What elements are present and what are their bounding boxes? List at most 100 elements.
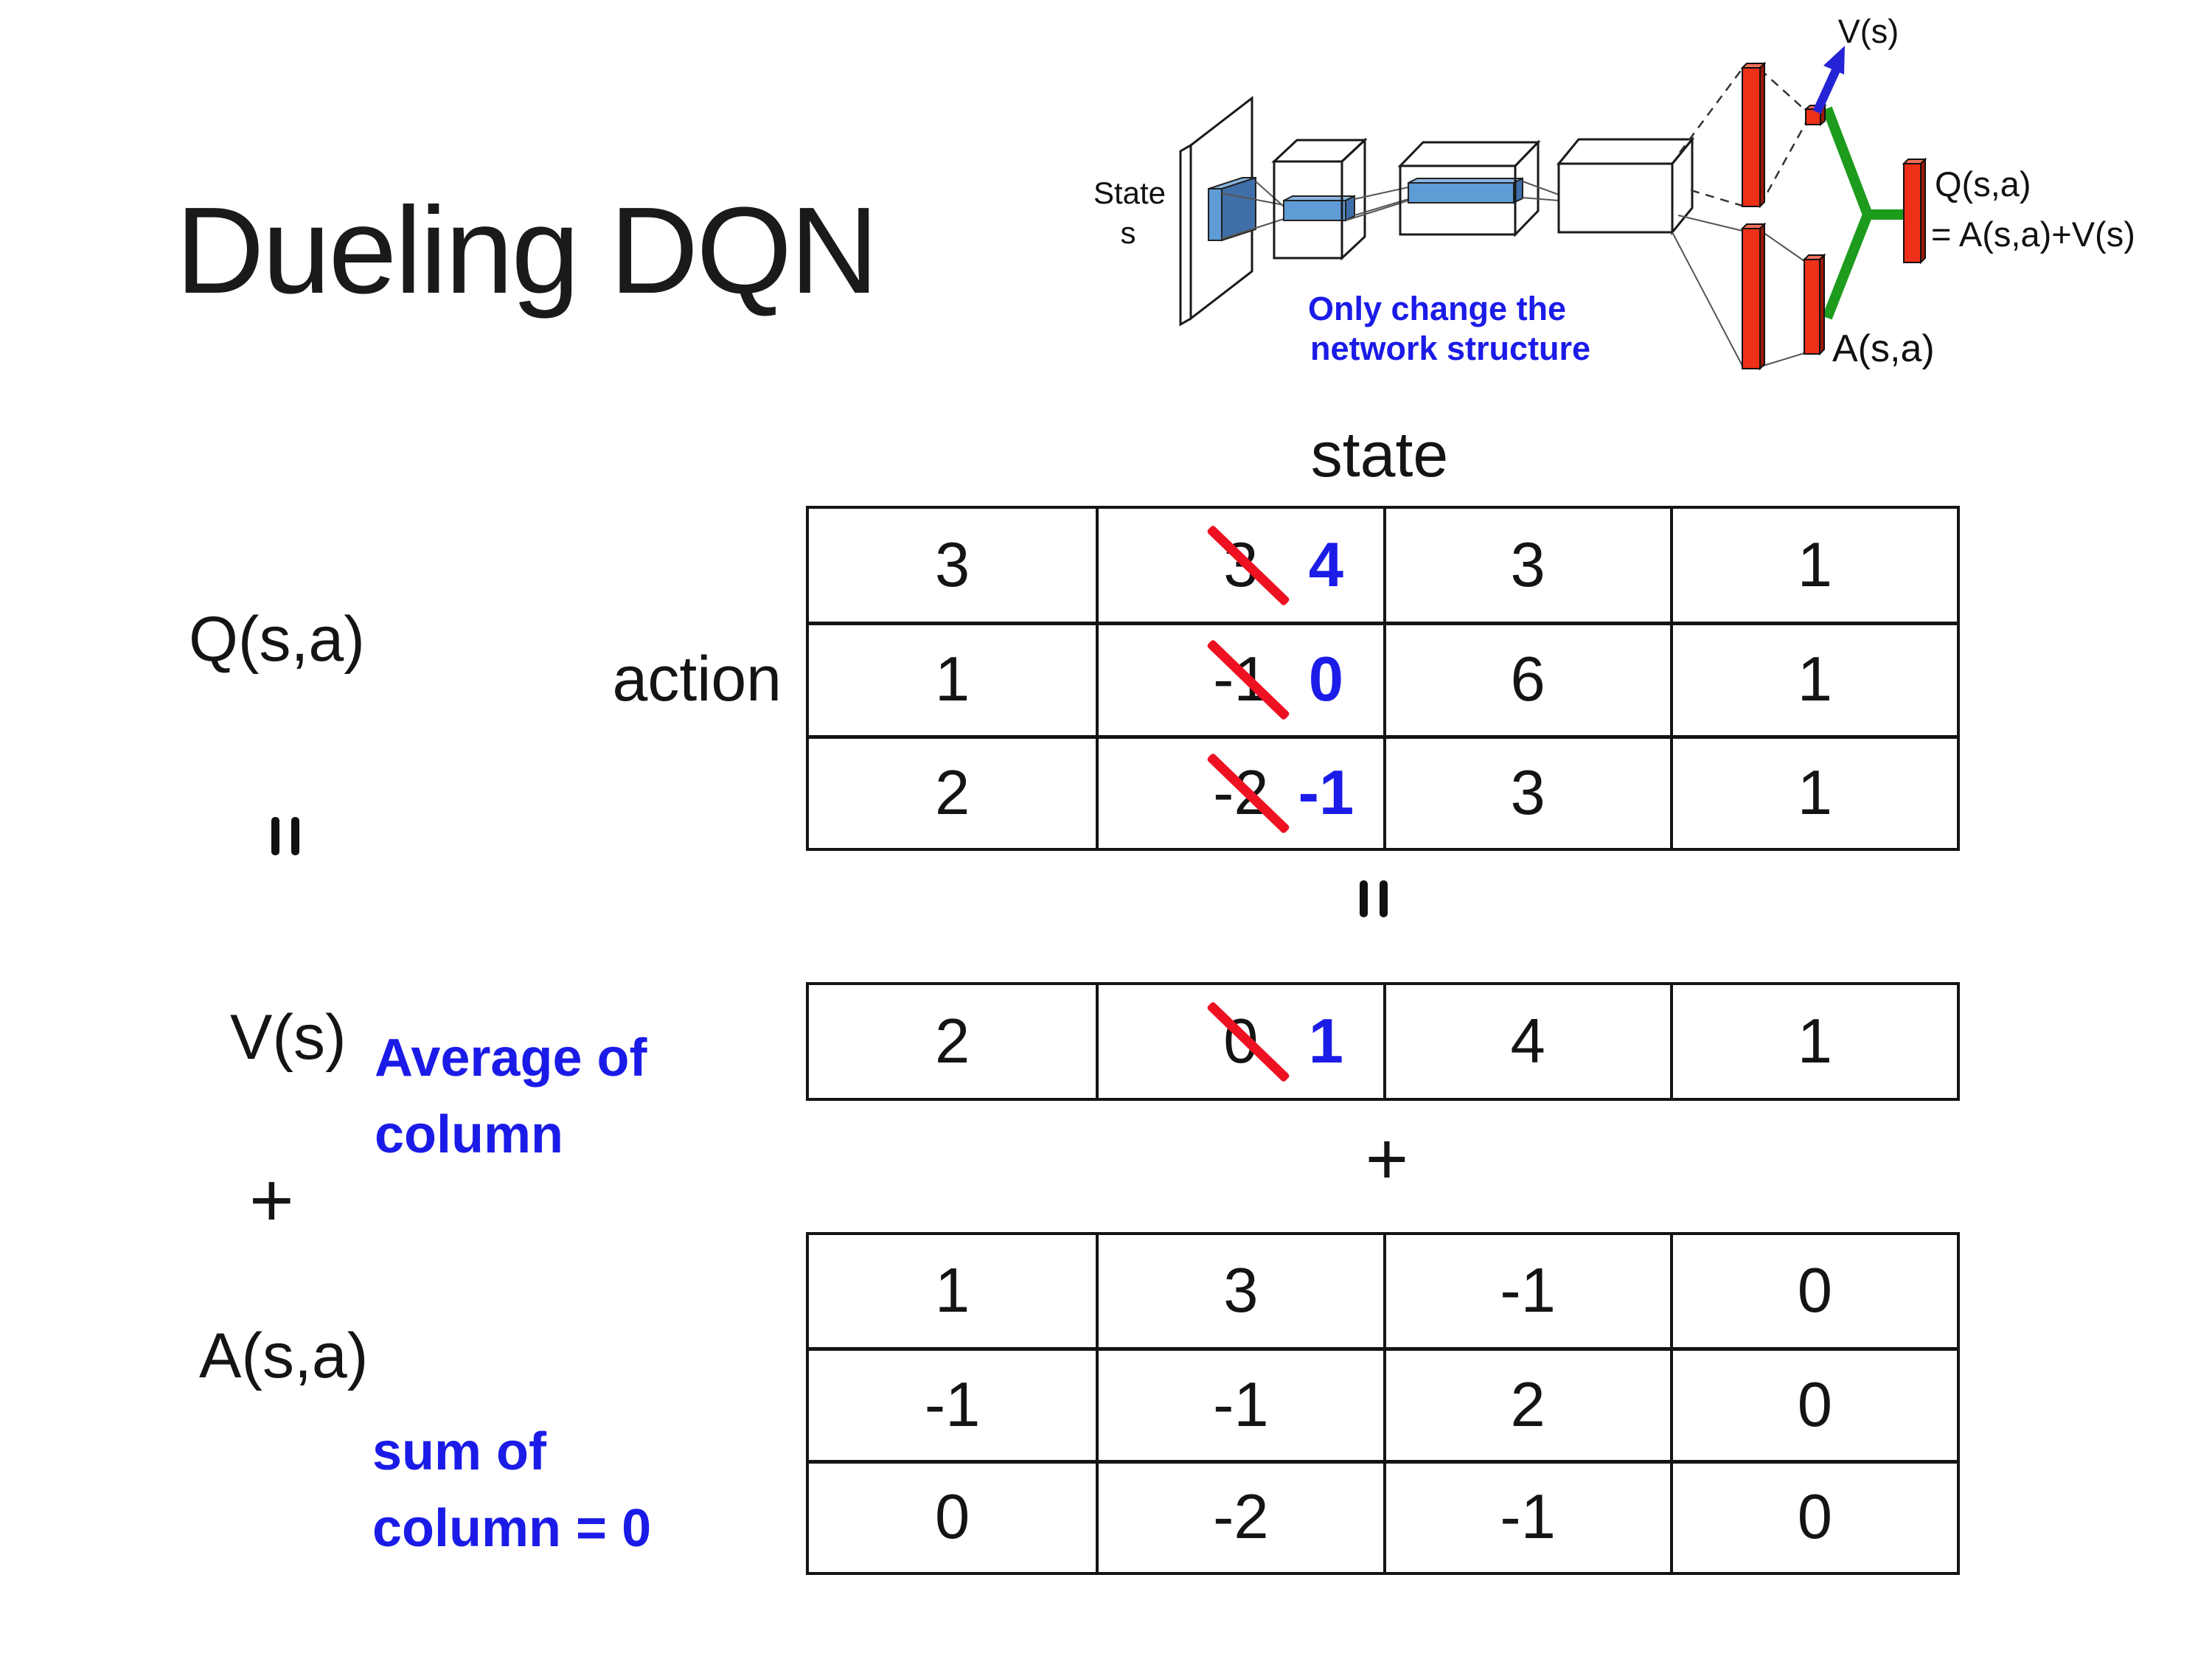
cell-value: 3	[1510, 757, 1545, 828]
table-cell: -1	[1096, 1347, 1383, 1460]
table-cell: 1	[1669, 985, 1957, 1098]
cell-value: 3	[1510, 529, 1545, 600]
table-cell: 3	[809, 509, 1096, 622]
v-matrix-label: V(s)	[230, 1002, 347, 1073]
value-output-arrow	[1812, 46, 1845, 114]
cell-value: 2	[934, 1006, 970, 1077]
table-cell: 4	[1382, 985, 1670, 1098]
table-cell: 0	[1669, 1347, 1957, 1460]
slide-title: Dueling DQN	[175, 182, 879, 319]
cell-value: -1	[1500, 1482, 1556, 1553]
cell-value: 0	[934, 1482, 970, 1553]
equals-symbol-left	[271, 817, 299, 855]
cell-value: 0	[1797, 1256, 1833, 1326]
table-cell: -2	[1096, 1459, 1383, 1572]
table-cell: 2	[809, 985, 1096, 1098]
table-cell: 1	[1669, 622, 1957, 735]
table-cell: 3	[1096, 1235, 1382, 1348]
q-vector-bar	[1902, 157, 1927, 265]
cell-value: 1	[934, 1256, 970, 1326]
cell-value: 3	[1223, 1256, 1259, 1326]
fc-cone-lines	[1522, 181, 1559, 201]
plus-symbol-left: +	[249, 1158, 294, 1243]
aggregation-connector	[1822, 106, 1907, 320]
cell-value: 1	[1797, 757, 1833, 828]
cell-value: 2	[934, 757, 970, 828]
diagram-note-line1: Only change the	[1308, 290, 1566, 327]
cell-value: -1	[924, 1369, 981, 1440]
average-note-line2: column	[375, 1105, 564, 1164]
table-cell: 0	[809, 1459, 1096, 1572]
cell-value: -2	[1213, 1482, 1269, 1553]
table-cell: -2-1	[1096, 734, 1383, 848]
advantage-vector-bar	[1802, 253, 1826, 356]
table-cell: -10	[1096, 622, 1383, 735]
conv2-cube	[1397, 139, 1541, 237]
value-stream-dashed-lines	[1678, 68, 1807, 207]
table-cell: 0	[1669, 1235, 1957, 1348]
cell-new-value: 4	[1308, 529, 1344, 600]
dueling-network-diagram: V(s) Q(s,a) = A(s,a)+V(s) A(s,a) State s…	[1093, 13, 2135, 371]
conv2-feature-bar	[1408, 177, 1523, 204]
equals-symbol-mid	[1360, 880, 1388, 917]
table-cell: 2	[1382, 1347, 1670, 1460]
state-axis-label: state	[1310, 420, 1449, 490]
cell-value: 1	[1797, 529, 1833, 600]
cell-new-value: 0	[1308, 644, 1344, 715]
table-cell: 1	[809, 622, 1096, 734]
q-matrix-label: Q(s,a)	[189, 604, 365, 675]
value-hidden-bar	[1740, 61, 1767, 209]
advantage-hidden-bar	[1740, 222, 1767, 371]
value-node	[1804, 103, 1827, 127]
action-axis-label: action	[612, 644, 782, 714]
equals-bar	[1360, 880, 1368, 917]
diagram-state-label-line2: s	[1121, 215, 1136, 250]
equals-bar	[1380, 880, 1388, 917]
diagram-q-label-line2: = A(s,a)+V(s)	[1931, 215, 2135, 254]
table-cell: 3	[1382, 734, 1670, 848]
cell-value: 1	[1797, 1006, 1833, 1077]
cell-value: 2	[1510, 1369, 1545, 1440]
table-cell: 2	[809, 734, 1096, 848]
diagram-state-label-line1: State	[1093, 175, 1166, 210]
average-note-line1: Average of	[375, 1029, 647, 1088]
cell-value: 1	[934, 644, 970, 715]
table-cell: 0	[1669, 1459, 1957, 1572]
sum-note-line1: sum of	[372, 1422, 547, 1481]
diagram-q-label-line1: Q(s,a)	[1935, 164, 2031, 204]
cell-new-value: 1	[1308, 1006, 1344, 1077]
diagram-a-label: A(s,a)	[1832, 327, 1935, 370]
diagram-vs-label: V(s)	[1838, 13, 1899, 50]
table-cell: -1	[1382, 1235, 1670, 1348]
cell-value: 0	[1797, 1482, 1833, 1553]
table-cell: -1	[809, 1347, 1096, 1459]
equals-bar	[271, 817, 279, 855]
cell-value: 6	[1510, 644, 1545, 715]
input-patch	[1208, 176, 1256, 242]
table-cell: 01	[1096, 985, 1382, 1098]
a-matrix-label: A(s,a)	[199, 1321, 369, 1391]
fc-cube	[1556, 136, 1695, 236]
plus-symbol-mid: +	[1365, 1118, 1409, 1200]
table-cell: 3	[1382, 509, 1670, 622]
cell-value: 0	[1797, 1369, 1833, 1440]
table-cell: 1	[1669, 734, 1957, 848]
equals-bar	[291, 817, 299, 855]
diagram-note-line2: network structure	[1310, 330, 1590, 367]
cell-value: 4	[1510, 1006, 1545, 1077]
sum-note-line2: column = 0	[372, 1499, 652, 1558]
advantage-stream-lines	[1672, 215, 1805, 367]
v-table: 2 01 4 1	[806, 982, 1960, 1101]
conv1-cube	[1271, 137, 1368, 261]
table-cell: 34	[1096, 509, 1382, 622]
table-cell: -1	[1382, 1459, 1670, 1572]
cell-value: -1	[1213, 1369, 1269, 1440]
conv1-feature-bar	[1283, 195, 1355, 222]
table-cell: 1	[1669, 509, 1957, 622]
table-cell: 1	[809, 1235, 1096, 1347]
cell-new-value: -1	[1298, 757, 1354, 828]
cell-value: 1	[1797, 644, 1833, 715]
cell-value: 3	[934, 529, 970, 600]
